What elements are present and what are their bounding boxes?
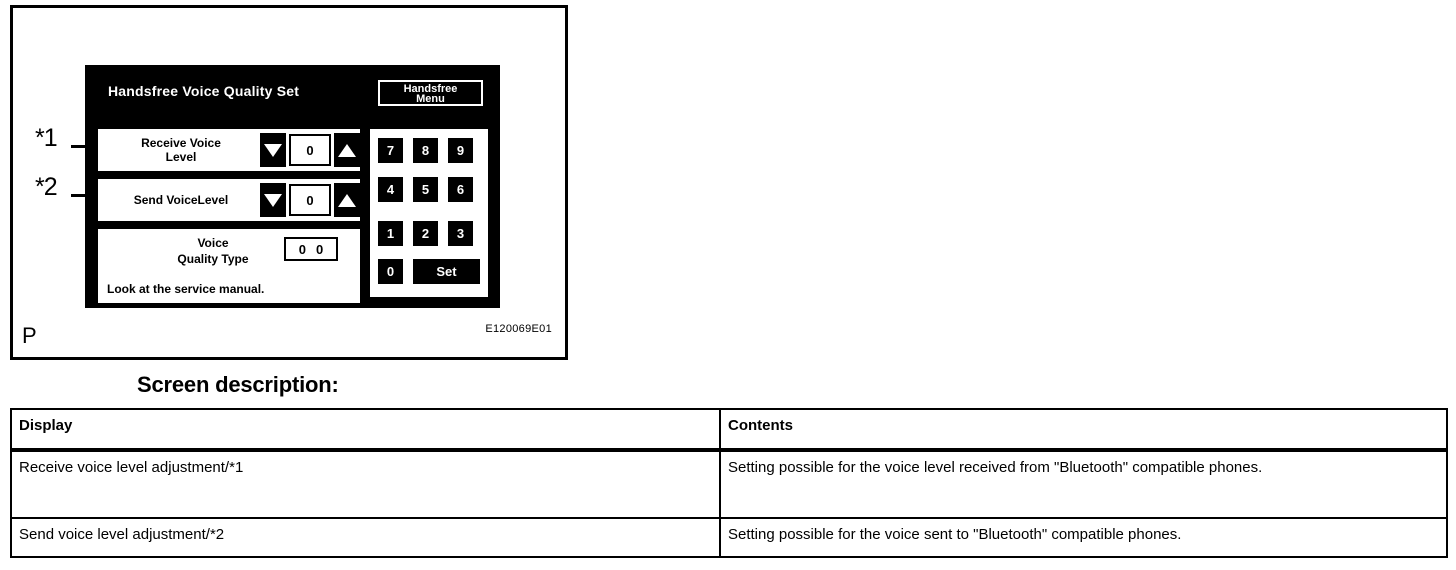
table-cell-display: Send voice level adjustment/*2 [10, 517, 721, 558]
lcd-screen: Handsfree Voice Quality Set Handsfree Me… [85, 65, 500, 308]
callout-star-2: *2 [35, 173, 58, 201]
keypad-set-button[interactable]: Set [413, 259, 480, 284]
table-header-contents: Contents [719, 408, 1448, 452]
voice-quality-type-digit-2: 0 [316, 241, 324, 257]
receive-voice-level-label-line1: Receive Voice [141, 136, 221, 150]
keypad-key-0[interactable]: 0 [378, 259, 403, 284]
callout-star-1: *1 [35, 124, 58, 152]
keypad-key-6[interactable]: 6 [448, 177, 473, 202]
receive-voice-level-decrease-button[interactable] [260, 133, 286, 167]
triangle-up-icon [338, 193, 356, 207]
keypad-key-1[interactable]: 1 [378, 221, 403, 246]
triangle-down-icon [264, 143, 282, 157]
table-header-display: Display [10, 408, 721, 452]
voice-quality-type-value: 0 0 [284, 237, 338, 261]
voice-quality-type-panel: Voice Quality Type 0 0 Look at the servi… [96, 227, 362, 305]
keypad-key-8[interactable]: 8 [413, 138, 438, 163]
send-voice-level-value: 0 [289, 184, 331, 216]
voice-quality-type-label-line1: Voice [197, 236, 229, 250]
table-cell-contents: Setting possible for the voice level rec… [719, 449, 1448, 519]
figure-box: *1 *2 Handsfree Voice Quality Set Handsf… [10, 5, 568, 360]
send-voice-level-label: Send VoiceLevel [106, 179, 256, 221]
voice-quality-type-note: Look at the service manual. [107, 282, 265, 296]
figure-id: E120069E01 [485, 323, 552, 335]
triangle-up-icon [338, 143, 356, 157]
table-cell-display: Receive voice level adjustment/*1 [10, 449, 721, 519]
keypad-key-7[interactable]: 7 [378, 138, 403, 163]
triangle-down-icon [264, 193, 282, 207]
handsfree-menu-button[interactable]: Handsfree Menu [378, 80, 483, 106]
receive-voice-level-row: Receive Voice Level 0 [96, 127, 362, 173]
table-row: Receive voice level adjustment/*1 Settin… [10, 449, 1448, 519]
lcd-title-bar: Handsfree Voice Quality Set Handsfree Me… [88, 68, 497, 123]
send-voice-level-row: Send VoiceLevel 0 [96, 177, 362, 223]
keypad-key-5[interactable]: 5 [413, 177, 438, 202]
receive-voice-level-label: Receive Voice Level [106, 129, 256, 171]
send-voice-level-increase-button[interactable] [334, 183, 360, 217]
handsfree-menu-label-line2: Menu [416, 93, 445, 105]
lcd-body: Receive Voice Level 0 Send VoiceLevel [92, 125, 493, 305]
receive-voice-level-increase-button[interactable] [334, 133, 360, 167]
table-row: Send voice level adjustment/*2 Setting p… [10, 517, 1448, 558]
numeric-keypad: 7 8 9 4 5 6 1 2 3 0 Set [368, 127, 490, 299]
table-cell-contents: Setting possible for the voice sent to "… [719, 517, 1448, 558]
voice-quality-type-digit-1: 0 [298, 241, 306, 257]
screen-description-heading: Screen description: [137, 372, 339, 397]
voice-quality-type-label: Voice Quality Type [138, 235, 288, 267]
table-header-row: Display Contents [10, 408, 1448, 452]
settings-column: Receive Voice Level 0 Send VoiceLevel [96, 127, 362, 305]
keypad-key-4[interactable]: 4 [378, 177, 403, 202]
receive-voice-level-value: 0 [289, 134, 331, 166]
receive-voice-level-label-line2: Level [165, 150, 197, 164]
keypad-key-3[interactable]: 3 [448, 221, 473, 246]
screen-description-table: Display Contents Receive voice level adj… [10, 408, 1448, 558]
screen-title: Handsfree Voice Quality Set [108, 83, 300, 99]
voice-quality-type-label-line2: Quality Type [177, 252, 249, 266]
send-voice-level-decrease-button[interactable] [260, 183, 286, 217]
handsfree-menu-label-line1: Handsfree [403, 83, 458, 95]
send-voice-level-label-line1: Send VoiceLevel [133, 193, 229, 207]
keypad-key-9[interactable]: 9 [448, 138, 473, 163]
page-marker: P [22, 323, 37, 348]
keypad-key-2[interactable]: 2 [413, 221, 438, 246]
